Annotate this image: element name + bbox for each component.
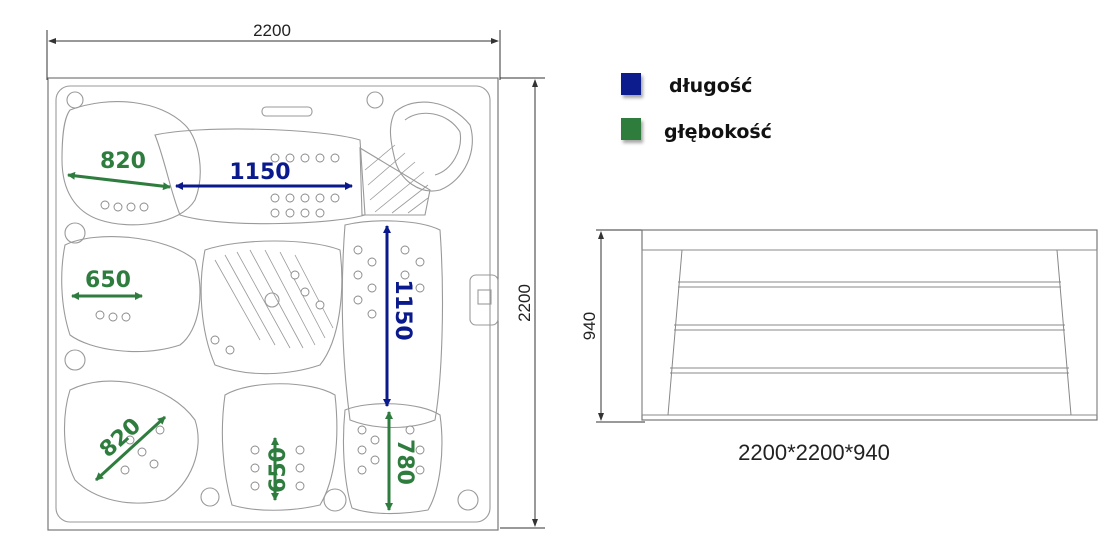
- seat-bottom-left-label: 820: [95, 414, 146, 463]
- lounger-right-label: 1150: [390, 279, 415, 340]
- overall-height-dimension: 2200: [500, 77, 545, 529]
- seat-top-left-dimension: 820: [67, 149, 171, 191]
- seat-top-mid-dimension: 1150: [175, 160, 353, 190]
- top-view: 2200 2200: [46, 21, 545, 531]
- legend-label-depth: głębokość: [664, 121, 772, 143]
- legend-item-length: długość: [621, 73, 752, 97]
- legend-item-depth: głębokość: [621, 118, 772, 143]
- legend-swatch-depth: [621, 118, 641, 140]
- seat-bottom-left-dimension: 820: [94, 414, 167, 482]
- overall-height-label: 2200: [515, 284, 534, 322]
- tub-outline-drawing: [47, 77, 499, 531]
- side-height-label: 940: [580, 312, 599, 340]
- side-view-drawing: [641, 229, 1098, 421]
- lounger-right-dimension: 1150: [383, 225, 415, 407]
- side-height-dimension: 940: [580, 229, 645, 423]
- seat-bottom-right-dimension: 780: [385, 411, 417, 511]
- legend-label-length: długość: [669, 75, 752, 97]
- dimensions-caption: 2200*2200*940: [738, 440, 890, 465]
- seat-bottom-mid-label: 650: [266, 447, 291, 493]
- overall-width-label: 2200: [253, 21, 291, 40]
- legend: długość głębokość: [621, 73, 772, 143]
- seat-left-dimension: 650: [71, 268, 143, 300]
- seat-top-left-label: 820: [100, 149, 146, 174]
- seat-bottom-mid-dimension: 650: [266, 437, 291, 501]
- seat-dimension-arrows: 820 1150 650 1150 820: [67, 149, 417, 511]
- seat-bottom-right-label: 780: [392, 439, 417, 485]
- seat-top-mid-label: 1150: [229, 160, 290, 185]
- overall-width-dimension: 2200: [46, 21, 501, 80]
- side-view: 940 2200*2200*940: [580, 229, 1098, 465]
- seat-left-label: 650: [85, 268, 131, 293]
- legend-swatch-length: [621, 73, 641, 95]
